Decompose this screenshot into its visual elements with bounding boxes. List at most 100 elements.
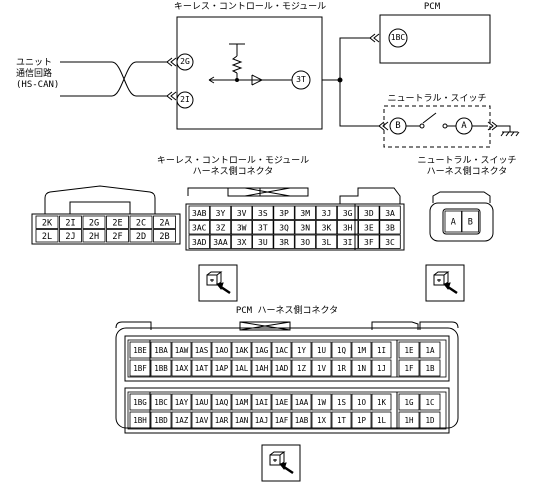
pcm-pin-cell: [150, 393, 172, 411]
pcm-pin-label: 1BA: [154, 346, 168, 355]
keyless-b-pin-label: 3P: [279, 209, 289, 218]
keyless-connector-title-2: ハーネス側コネクタ: [192, 167, 274, 177]
pcm-pin-label: 1AM: [235, 398, 249, 407]
pcm-pin-cell: [171, 393, 192, 411]
pcm-pin-label: 1G: [404, 398, 414, 407]
module-internal-circuit: [208, 43, 311, 90]
keyless-b-pin-cell: [188, 220, 210, 235]
keyless-a-pin-label: 2G: [89, 218, 99, 228]
keyless-b-pin-label: 3T: [258, 223, 268, 232]
pcm-pin-label: 1AN: [235, 416, 249, 425]
pcm-pin-label: 1C: [425, 398, 434, 407]
keyless-b-pin-label: 3AC: [192, 223, 207, 232]
keyless-b-pin-label: 3V: [237, 209, 247, 218]
pcm-pin-label: 1AL: [235, 364, 249, 373]
pcm-pin-cell: [311, 341, 332, 359]
pcm-pin-label: 1AU: [195, 398, 209, 407]
pcm-pin-cell: [129, 341, 151, 359]
keyless-a-pin-cell: [153, 215, 176, 229]
pcm-pin-cell: [191, 341, 212, 359]
keyless-a-pin-cell: [35, 215, 59, 229]
keyless-b-pin-cell: [315, 234, 338, 249]
keyless-connector-b: [185, 187, 405, 251]
keyless-a-pin-label: 2D: [136, 232, 146, 242]
keyless-a-pin-cell: [106, 215, 129, 229]
keyless-b-pin-cell: [273, 205, 295, 220]
pcm-pin-cell: [211, 393, 232, 411]
switch-pin-b-label: B: [395, 121, 401, 131]
pcm-pin-cell: [291, 411, 312, 429]
pcm-pin-label: 1AI: [255, 398, 269, 407]
keyless-b-pin-label: 3W: [237, 223, 247, 232]
view-direction-icon: [261, 444, 301, 482]
keyless-module-box: [176, 16, 323, 130]
keyless-b-pin-label: 3C: [385, 238, 395, 247]
keyless-a-pin-cell: [106, 229, 129, 243]
keyless-b-pin-cell: [188, 234, 210, 249]
keyless-connector-a: [31, 185, 181, 245]
keyless-b-pin-label: 3G: [343, 209, 353, 218]
keyless-b-pin-cell: [230, 220, 253, 235]
pcm-pin-cell: [371, 411, 392, 429]
pcm-pin-cell: [251, 341, 272, 359]
keyless-b-pin-label: 3S: [258, 209, 268, 218]
keyless-b-pin-label: 3E: [364, 223, 374, 232]
pcm-pin-cell: [150, 411, 172, 429]
keyless-b-pin-label: 3H: [343, 223, 353, 232]
pcm-pin-cell: [291, 359, 312, 377]
neutral-pin-label: A: [451, 218, 456, 228]
pcm-pin-label: 1F: [404, 364, 414, 373]
pcm-pin-cell: [419, 359, 441, 377]
keyless-a-pin-cell: [129, 229, 153, 243]
keyless-b-pin-label: 3Z: [216, 223, 226, 232]
neutral-pin-label: B: [468, 218, 473, 228]
keyless-b-pin-cell: [252, 205, 274, 220]
switch-pin-a-label: A: [461, 121, 467, 131]
keyless-b-pin-cell: [379, 220, 401, 235]
pcm-pin-label: 1AC: [275, 346, 289, 355]
pcm-pin-label: 1H: [404, 416, 414, 425]
pcm-pin-cell: [171, 411, 192, 429]
keyless-a-pin-label: 2L: [42, 232, 52, 242]
pin-3t-label: 3T: [296, 75, 306, 84]
pcm-pin-label: 1AT: [195, 364, 209, 373]
keyless-b-pin-cell: [379, 205, 401, 220]
keyless-b-pin-cell: [294, 205, 316, 220]
neutral-pin-cell: [444, 210, 462, 233]
pcm-pin-cell: [171, 359, 192, 377]
neutral-connector-title-2: ハーネス側コネクタ: [426, 167, 508, 177]
pcm-pin-label: 1AS: [195, 346, 209, 355]
pcm-pin-cell: [271, 411, 292, 429]
pcm-pin-label: 1AH: [255, 364, 269, 373]
pcm-pin-cell: [351, 411, 372, 429]
pcm-pin-cell: [351, 341, 372, 359]
pcm-pin-label: 1AO: [215, 346, 229, 355]
keyless-a-pin-label: 2B: [159, 232, 169, 242]
pcm-pin-cell: [150, 341, 172, 359]
pcm-pin-label: 1B: [425, 364, 435, 373]
pcm-pin-cell: [231, 393, 252, 411]
keyless-b-pin-cell: [252, 234, 274, 249]
keyless-b-pin-cell: [336, 234, 359, 249]
pcm-pin-label: 1J: [377, 364, 386, 373]
keyless-b-pin-cell: [336, 220, 359, 235]
keyless-b-pin-label: 3U: [258, 238, 268, 247]
pcm-pin-cell: [251, 393, 272, 411]
pcm-pin-label: 1BH: [133, 416, 147, 425]
keyless-a-pin-label: 2F: [112, 232, 122, 242]
pcm-connector-title: PCM ハーネス側コネクタ: [235, 306, 339, 316]
keyless-b-pin-label: 3R: [279, 238, 289, 247]
pcm-pin-cell: [211, 411, 232, 429]
neutral-switch-title: ニュートラル・スイッチ: [387, 94, 487, 104]
pcm-pin-label: 1AK: [235, 346, 249, 355]
keyless-b-pin-cell: [358, 220, 380, 235]
pcm-pin-cell: [129, 393, 151, 411]
pcm-pin-label: 1A: [425, 346, 435, 355]
keyless-b-pin-cell: [358, 205, 380, 220]
pcm-pin-cell: [331, 393, 352, 411]
pcm-pin-label: 1E: [404, 346, 414, 355]
pcm-pin-cell: [129, 411, 151, 429]
keyless-b-pin-cell: [209, 220, 232, 235]
pcm-pin-cell: [331, 359, 352, 377]
